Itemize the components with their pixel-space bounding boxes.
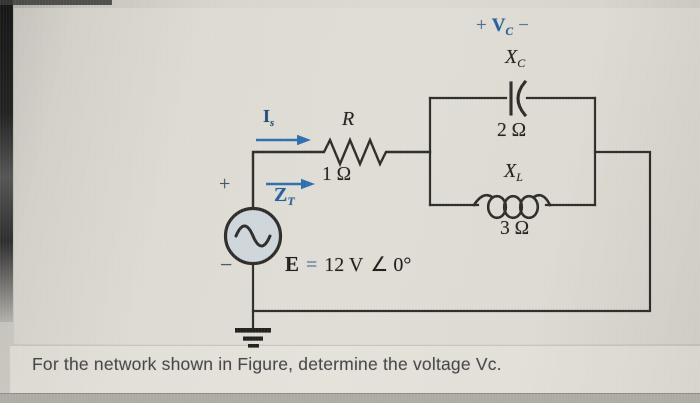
photo-top-edge — [0, 0, 112, 5]
problem-statement: For the network shown in Figure, determi… — [32, 354, 502, 374]
capacitor-symbol — [509, 79, 528, 118]
emf-symbol: E — [285, 252, 300, 276]
total-impedance-label: ZT — [274, 184, 295, 209]
phase-angle: ∠ 0° — [370, 254, 412, 276]
source-voltage-equation: E = 12 V ∠ 0° — [285, 252, 412, 276]
ground-icon — [235, 328, 271, 348]
source-plus-sign: + — [219, 173, 231, 195]
caption-panel — [10, 345, 700, 394]
equals-sign: = — [306, 254, 318, 276]
vc-minus-sign: − — [518, 15, 529, 36]
photo-dark-edge — [0, 0, 13, 322]
figure-panel — [14, 8, 700, 344]
capacitive-reactance-label: XC — [505, 46, 526, 71]
inductor-coil-symbol — [472, 193, 552, 220]
voltage-magnitude: 12 V — [324, 254, 364, 276]
vc-plus-sign: + — [476, 15, 487, 36]
inductor-value: 3 Ω — [500, 218, 530, 239]
ac-voltage-source-icon — [223, 206, 283, 266]
vc-symbol: VC — [491, 15, 514, 38]
wire-return-loop — [251, 150, 652, 313]
source-current-label: Is — [263, 106, 275, 129]
capacitor-value: 2 Ω — [497, 120, 527, 141]
inductive-reactance-label: XL — [504, 160, 523, 185]
wire-top-and-resistor — [251, 136, 432, 210]
photo-bottom-edge — [0, 393, 700, 403]
impedance-direction-arrow — [266, 178, 315, 190]
source-minus-sign: − — [220, 252, 233, 277]
resistor-value: 1 Ω — [322, 164, 352, 185]
capacitor-voltage-label: + VC − — [476, 16, 529, 38]
resistor-name-label: R — [342, 108, 355, 130]
current-direction-arrow — [256, 134, 311, 146]
